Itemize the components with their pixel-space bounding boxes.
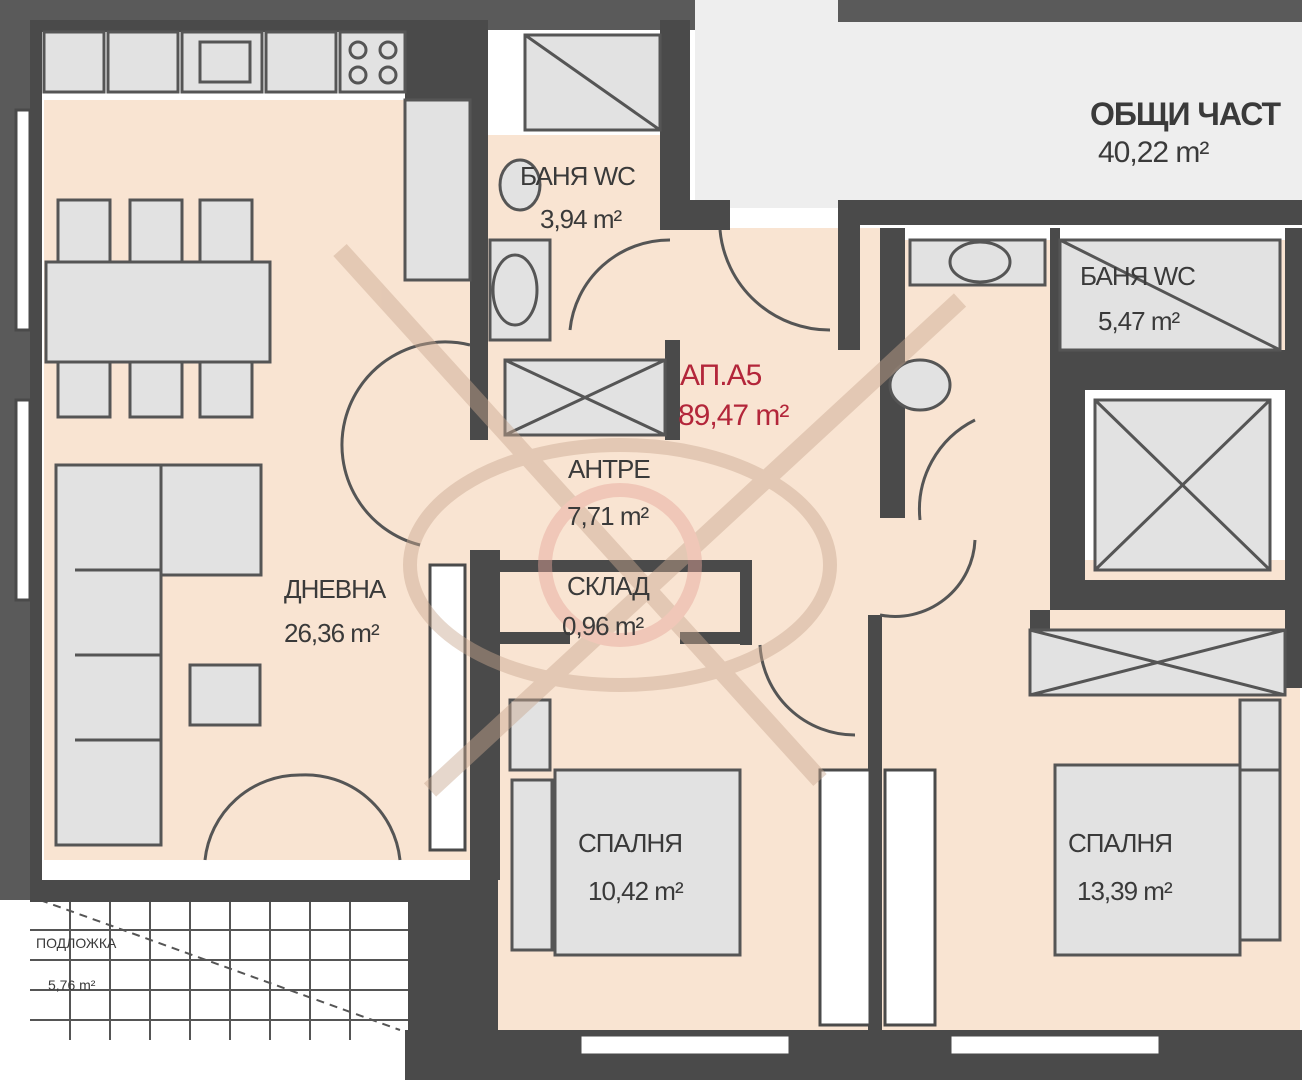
shafts (503, 358, 1287, 697)
bathroom-1-fixtures (488, 33, 662, 342)
apartment-name: АП.А5 (680, 359, 762, 392)
crossed-swords-logo-icon (333, 243, 967, 797)
storage-area: 0,96 m² (562, 611, 644, 641)
balcony-area: 5,76 m² (48, 977, 96, 993)
bedroom-1-name: СПАЛНЯ (578, 828, 682, 858)
bathroom-2-name: БАНЯ WC (1080, 261, 1195, 291)
bathroom-2-area: 5,47 m² (1098, 306, 1180, 336)
living-name: ДНЕВНА (284, 574, 387, 604)
common-area-floor (695, 0, 1302, 208)
common-area-size: 40,22 m² (1098, 136, 1209, 169)
dining-table (44, 198, 272, 419)
common-area-name: ОБЩИ ЧАСТ (1090, 96, 1282, 132)
apartment-area: 89,47 m² (678, 399, 789, 432)
entrance-name: АНТРЕ (568, 454, 650, 484)
bathroom-2-fixtures (888, 238, 1282, 412)
entrance-area: 7,71 m² (567, 501, 649, 531)
bathroom-1-area: 3,94 m² (540, 204, 622, 234)
storage-name: СКЛАД (567, 571, 650, 601)
balcony-tiles (30, 899, 408, 1040)
sink-icon (198, 40, 252, 84)
common-wall-top (838, 0, 1302, 22)
windows (14, 108, 1162, 1057)
balcony-name: ПОДЛОЖКА (36, 935, 117, 951)
stove-icon (348, 40, 398, 85)
balcony-floor (30, 900, 408, 1040)
bedroom-2-area: 13,39 m² (1077, 876, 1173, 906)
bedroom-1-bed (508, 698, 742, 957)
bedroom-2-bed (1053, 698, 1282, 957)
kitchen-counter (42, 30, 472, 282)
sofa (54, 463, 263, 847)
living-area: 26,36 m² (284, 618, 380, 648)
door-swings (203, 229, 977, 861)
bathroom-1-name: БАНЯ WC (520, 161, 635, 191)
bedroom-2-name: СПАЛНЯ (1068, 828, 1172, 858)
bedroom-1-area: 10,42 m² (588, 876, 684, 906)
walls (30, 20, 1302, 1080)
